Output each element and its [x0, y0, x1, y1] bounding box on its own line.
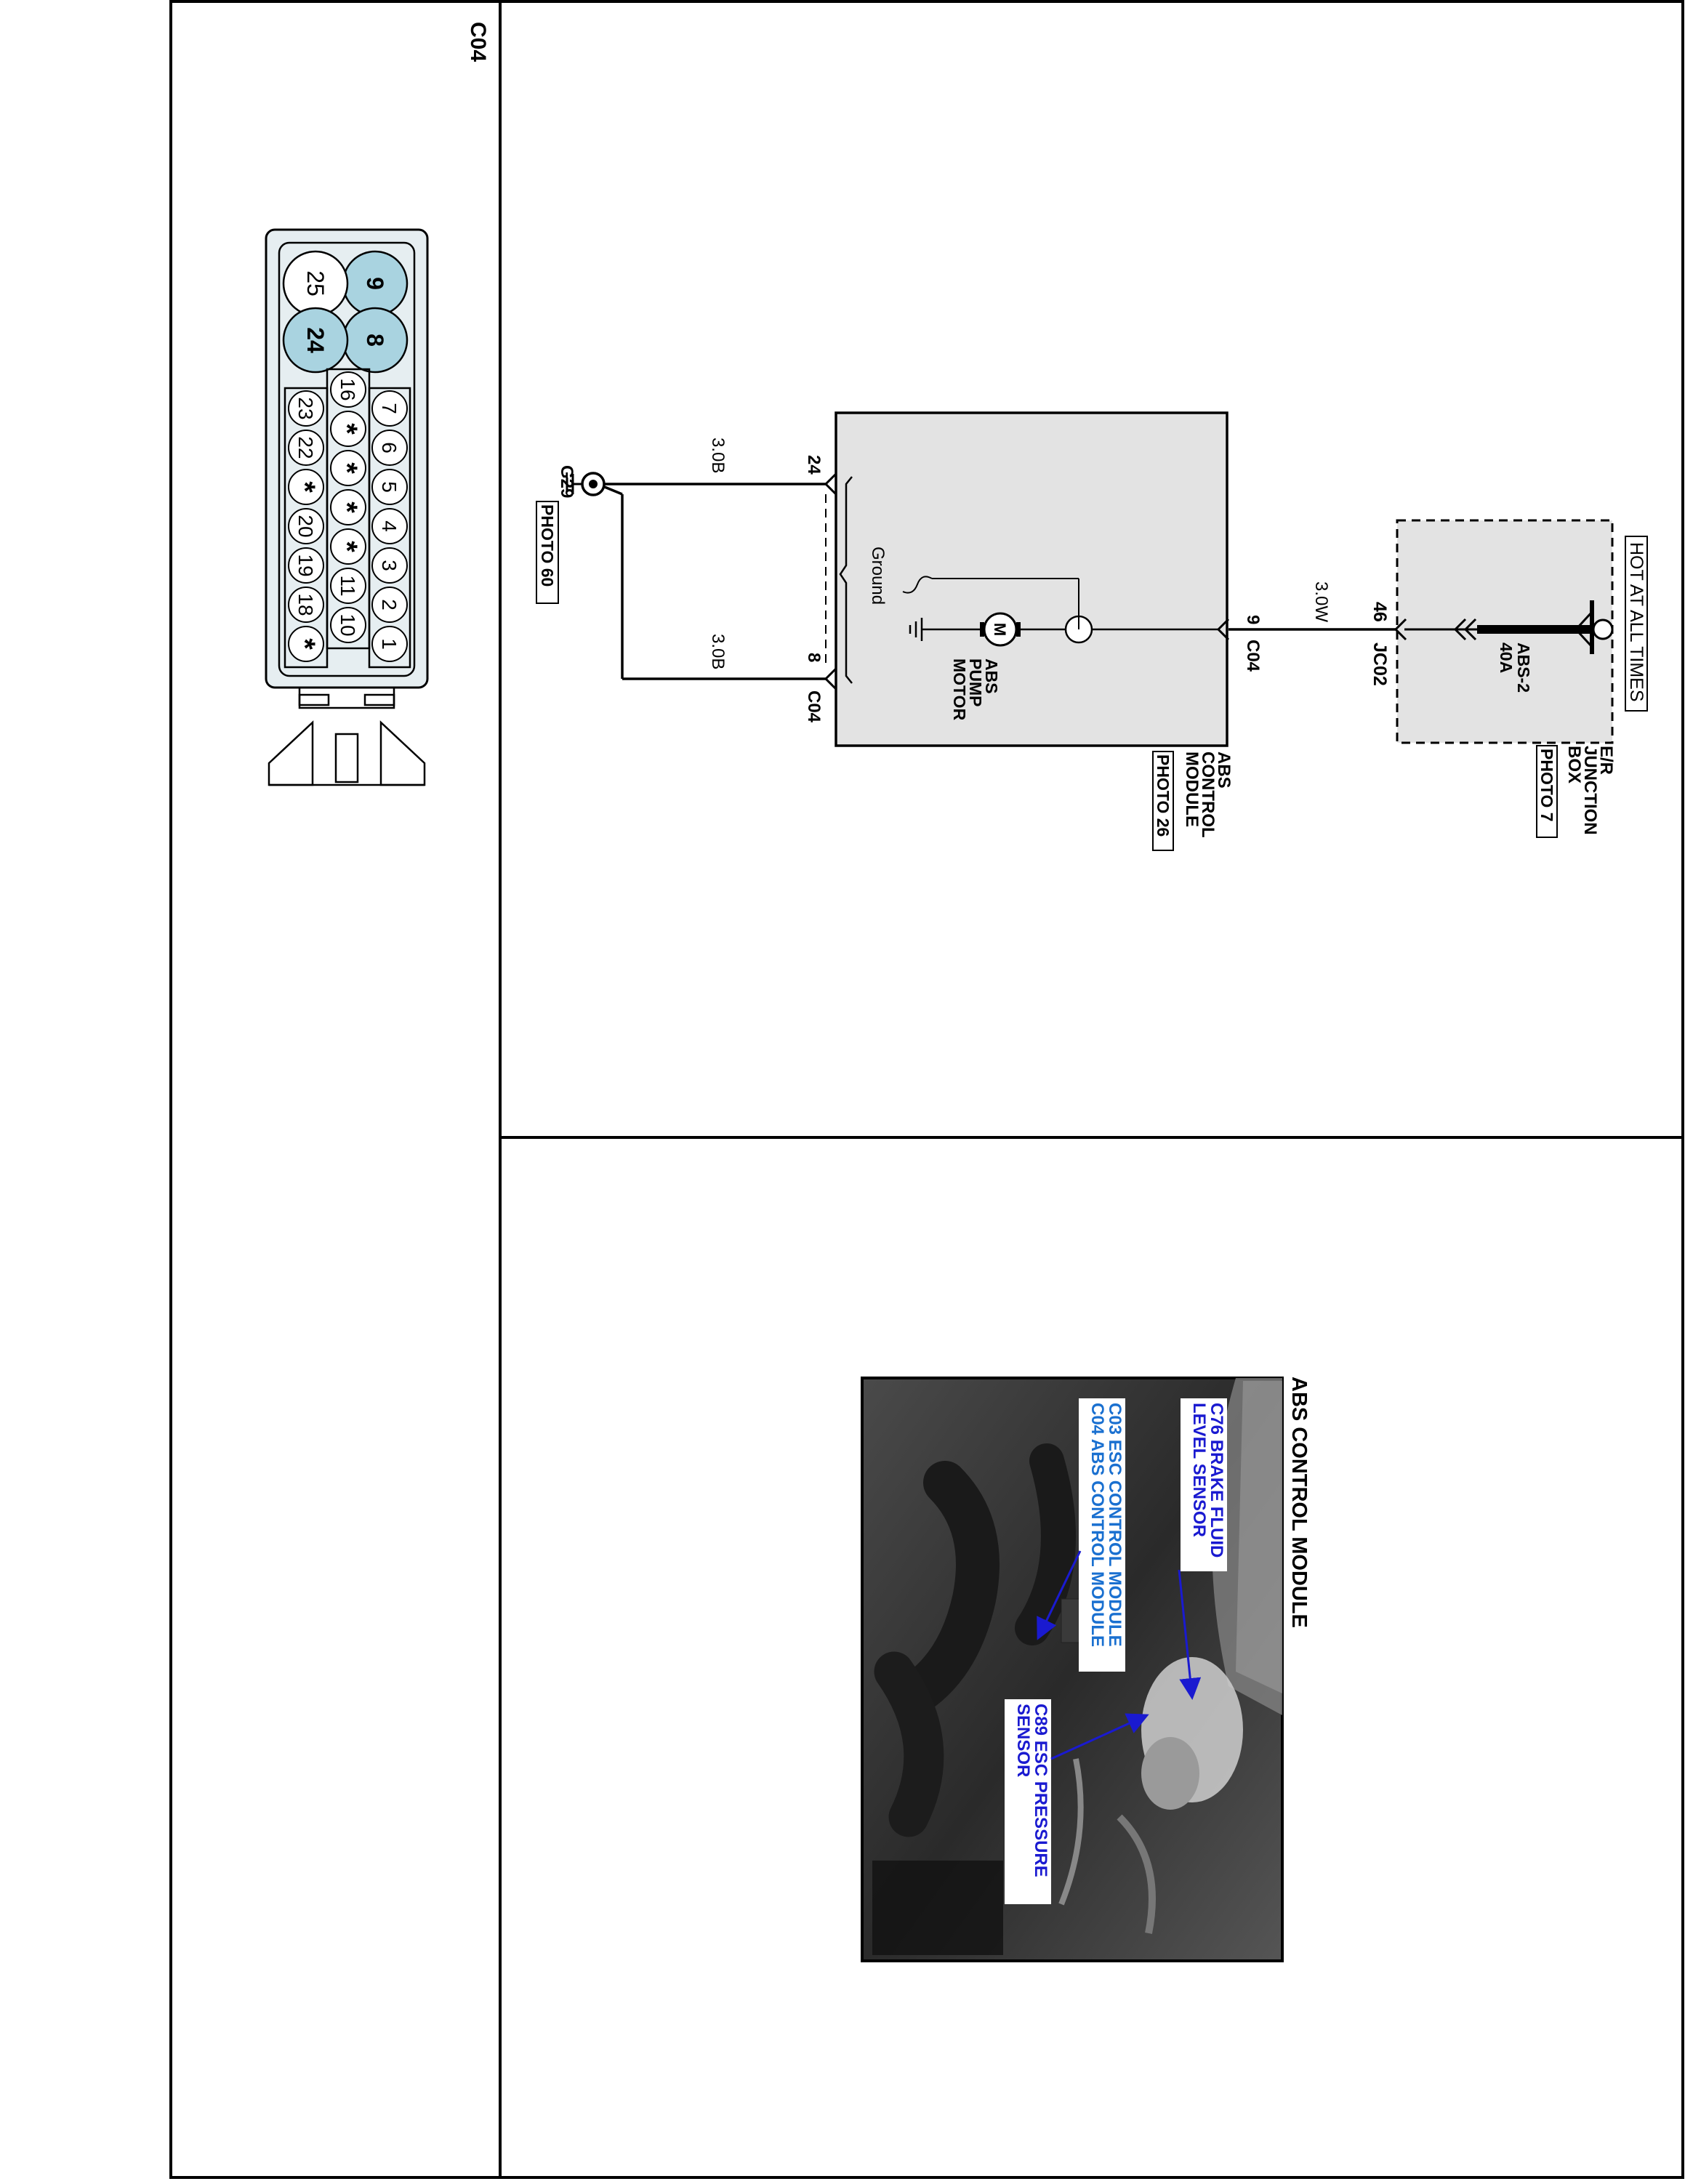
- svg-text:3.0B: 3.0B: [708, 634, 728, 669]
- svg-text:E/R: E/R: [1596, 746, 1616, 775]
- svg-text:MOTOR: MOTOR: [950, 658, 969, 721]
- svg-text:3.0W: 3.0W: [1311, 581, 1331, 622]
- svg-text:ABS-2: ABS-2: [1514, 642, 1533, 693]
- svg-text:*: *: [331, 462, 363, 474]
- svg-text:C04: C04: [1243, 640, 1263, 672]
- hot-at-all-times-label: HOT AT ALL TIMES: [1625, 536, 1648, 712]
- svg-text:ABS: ABS: [1214, 751, 1234, 789]
- svg-text:C04 ABS CONTROL MODULE: C04 ABS CONTROL MODULE: [1087, 1403, 1107, 1647]
- svg-text:18: 18: [294, 593, 317, 616]
- svg-text:HOT AT ALL TIMES: HOT AT ALL TIMES: [1626, 542, 1646, 702]
- svg-text:JUNCTION: JUNCTION: [1580, 746, 1600, 835]
- svg-text:CONTROL: CONTROL: [1198, 751, 1218, 838]
- photo-title: ABS CONTROL MODULE: [1287, 1377, 1311, 1628]
- svg-text:3: 3: [378, 560, 401, 571]
- ground-wires: [596, 483, 826, 680]
- svg-text:25: 25: [302, 270, 329, 297]
- svg-text:M: M: [991, 623, 1009, 636]
- svg-text:C76 BRAKE FLUID: C76 BRAKE FLUID: [1207, 1403, 1226, 1558]
- fuse-abs-2: [1477, 625, 1592, 634]
- svg-text:PHOTO 7: PHOTO 7: [1537, 749, 1556, 822]
- svg-text:PUMP: PUMP: [966, 658, 985, 706]
- svg-text:40A: 40A: [1497, 642, 1516, 673]
- large-pin-9: 9: [342, 250, 409, 317]
- svg-text:6: 6: [378, 442, 401, 454]
- pin-row-lower: 23 22 * 20 19 18 *: [288, 390, 324, 662]
- svg-text:5: 5: [378, 481, 401, 493]
- svg-text:2: 2: [378, 599, 401, 611]
- svg-text:Ground: Ground: [868, 547, 888, 605]
- photo-panel: ABS CONTROL MODULE C76 BRAKE FLUID LEVEL…: [861, 1377, 1311, 1962]
- svg-text:23: 23: [294, 397, 317, 419]
- callout-c76: C76 BRAKE FLUID LEVEL SENSOR: [1178, 1398, 1227, 1700]
- svg-text:11: 11: [337, 575, 359, 596]
- abs-control-module: 9 C04 M ABS PUMP MOTOR Ground: [804, 411, 1263, 851]
- schematic: HOT AT ALL TIMES ABS-2 40A 46 JC02 E/R: [536, 411, 1648, 851]
- svg-text:22: 22: [294, 436, 317, 459]
- svg-text:24: 24: [804, 455, 824, 475]
- svg-text:46: 46: [1370, 602, 1390, 622]
- callout-c03-c04: C03 ESC CONTROL MODULE C04 ABS CONTROL M…: [1037, 1398, 1125, 1672]
- connector-panel: C04 9 8: [265, 22, 490, 786]
- pin-row-middle: 16 * * * * 11 10: [330, 371, 366, 643]
- svg-text:10: 10: [337, 613, 359, 636]
- junction-box: ABS-2 40A 46 JC02 E/R JUNCTION BOX PHOTO…: [1370, 519, 1616, 838]
- svg-text:*: *: [289, 481, 321, 493]
- svg-text:3.0B: 3.0B: [708, 438, 728, 473]
- connector-face: 9 8 25 24 7 6: [265, 228, 429, 786]
- svg-text:*: *: [331, 541, 363, 552]
- svg-text:7: 7: [378, 403, 401, 414]
- svg-text:19: 19: [294, 554, 317, 576]
- svg-text:SENSOR: SENSOR: [1013, 1704, 1033, 1777]
- svg-text:PHOTO 60: PHOTO 60: [538, 504, 557, 587]
- callout-c89: C89 ESC PRESSURE SENSOR: [1005, 1699, 1149, 1904]
- svg-text:*: *: [331, 423, 363, 435]
- svg-text:PHOTO 26: PHOTO 26: [1154, 754, 1173, 837]
- connector-title: C04: [466, 22, 490, 62]
- svg-text:JC02: JC02: [1370, 642, 1390, 686]
- large-pin-25: 25: [282, 250, 349, 317]
- ground-g29: G29 PHOTO 60: [536, 465, 606, 604]
- svg-text:4: 4: [378, 520, 401, 532]
- svg-text:ABS: ABS: [982, 658, 1001, 694]
- svg-text:G29: G29: [557, 465, 576, 498]
- svg-text:24: 24: [302, 327, 329, 353]
- svg-text:*: *: [289, 638, 321, 650]
- pin-row-upper: 7 6 5 4 3 2 1: [371, 390, 408, 662]
- svg-text:8: 8: [804, 653, 824, 662]
- chassis-ground-symbol: [909, 618, 923, 641]
- large-pin-24: 24: [282, 307, 349, 374]
- page-frame: [169, 0, 1684, 2179]
- svg-text:1: 1: [378, 638, 401, 650]
- svg-text:C89 ESC PRESSURE: C89 ESC PRESSURE: [1031, 1704, 1050, 1877]
- svg-text:C03 ESC CONTROL MODULE: C03 ESC CONTROL MODULE: [1105, 1403, 1125, 1647]
- svg-text:BOX: BOX: [1564, 746, 1584, 783]
- svg-text:*: *: [331, 501, 363, 513]
- svg-text:16: 16: [337, 378, 359, 400]
- svg-text:8: 8: [362, 334, 388, 347]
- svg-text:20: 20: [294, 515, 317, 537]
- svg-text:MODULE: MODULE: [1182, 751, 1202, 827]
- svg-text:9: 9: [362, 277, 388, 290]
- svg-text:C04: C04: [804, 690, 824, 723]
- connector-latch: [268, 686, 426, 786]
- large-pin-8: 8: [342, 307, 409, 374]
- svg-text:LEVEL SENSOR: LEVEL SENSOR: [1189, 1403, 1209, 1537]
- svg-text:9: 9: [1243, 615, 1263, 624]
